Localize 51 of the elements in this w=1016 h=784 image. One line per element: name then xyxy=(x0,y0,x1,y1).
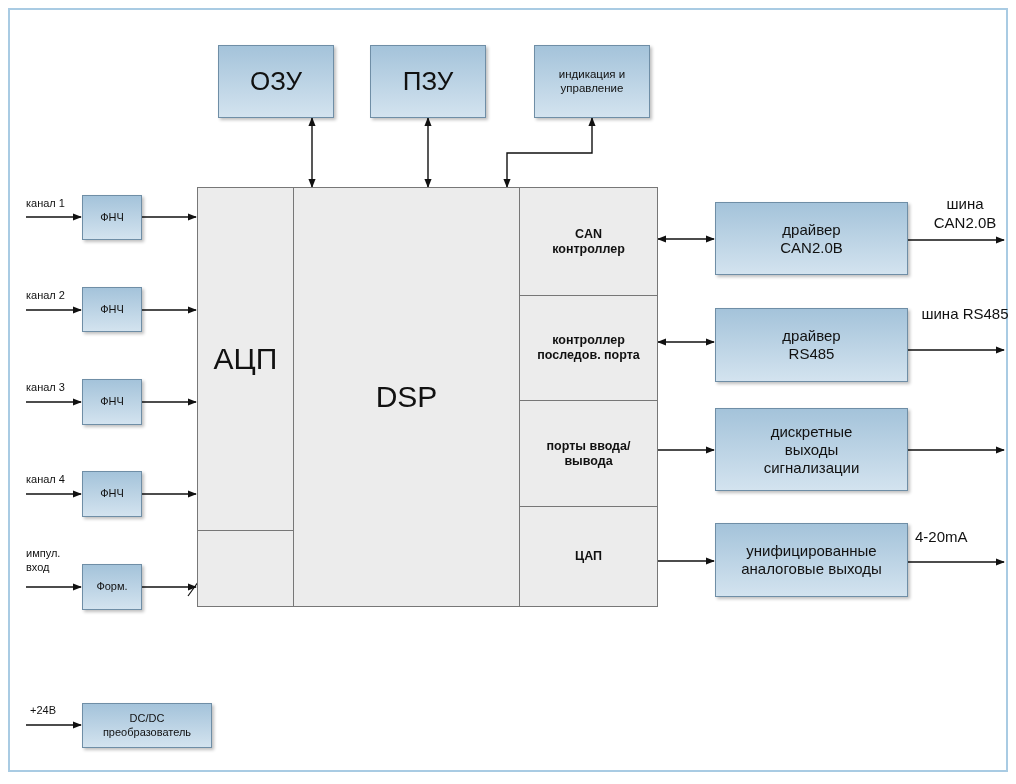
edge-label: шина CAN2.0B xyxy=(932,195,998,233)
arrow xyxy=(657,446,715,454)
arrow xyxy=(141,213,197,221)
converter-box: DC/DC преобразователь xyxy=(82,703,212,748)
arrow xyxy=(25,721,82,729)
arrow xyxy=(141,583,197,591)
arrow xyxy=(25,398,82,406)
driver-box: драйвер CAN2.0B xyxy=(715,202,908,275)
memory-box: ОЗУ xyxy=(218,45,334,118)
arrow xyxy=(657,235,715,243)
block-section: ЦАП xyxy=(519,506,658,607)
filter-box: ФНЧ xyxy=(82,379,142,425)
block-section: CAN контроллер xyxy=(519,187,658,296)
edge-label: +24В xyxy=(30,704,57,718)
edge-label: канал 2 xyxy=(26,289,66,303)
filter-box: ФНЧ xyxy=(82,195,142,240)
process-box: индикация и управление xyxy=(534,45,650,118)
filter-box: ФНЧ xyxy=(82,471,142,517)
arrow xyxy=(25,583,82,591)
edge-label: канал 1 xyxy=(26,197,66,211)
arrow xyxy=(503,117,596,188)
process-box: Форм. xyxy=(82,564,142,610)
edge-label: шина RS485 xyxy=(920,305,1010,324)
block-section: порты ввода/вывода xyxy=(519,400,658,507)
block-section xyxy=(197,530,294,607)
arrow xyxy=(907,236,1005,244)
arrow xyxy=(141,398,197,406)
arrow xyxy=(25,213,82,221)
arrow xyxy=(141,306,197,314)
edge-label: 4-20mA xyxy=(915,528,969,547)
arrow xyxy=(424,117,432,188)
arrow xyxy=(907,346,1005,354)
edge-label: канал 4 xyxy=(26,473,66,487)
arrow xyxy=(657,557,715,565)
edge-label: канал 3 xyxy=(26,381,66,395)
arrow xyxy=(308,117,316,188)
edge-label: импул. вход xyxy=(26,547,62,575)
arrow xyxy=(907,558,1005,566)
output-box: унифицированные аналоговые выходы xyxy=(715,523,908,597)
dsp-block: DSP xyxy=(293,187,520,607)
arrow xyxy=(907,446,1005,454)
memory-box: ПЗУ xyxy=(370,45,486,118)
block-section: контроллер последов. порта xyxy=(519,295,658,401)
filter-box: ФНЧ xyxy=(82,287,142,332)
arrow xyxy=(25,490,82,498)
output-box: дискретные выходы сигнализации xyxy=(715,408,908,491)
arrow xyxy=(25,306,82,314)
driver-box: драйвер RS485 xyxy=(715,308,908,382)
arrow xyxy=(657,338,715,346)
arrow xyxy=(141,490,197,498)
adc-block: АЦП xyxy=(197,187,294,531)
